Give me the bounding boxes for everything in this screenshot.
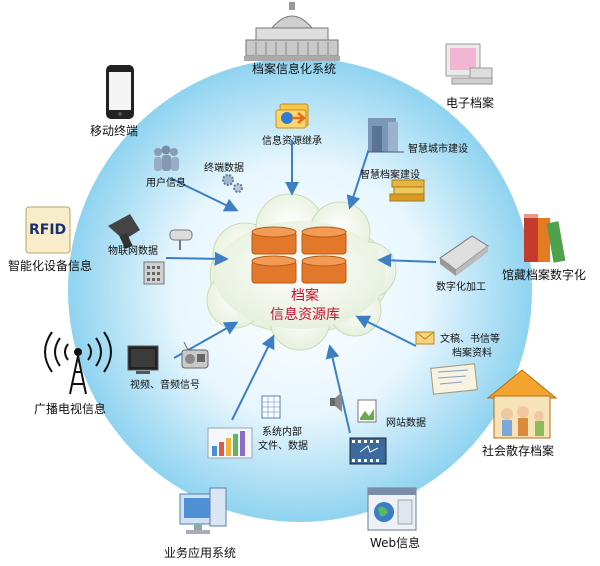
gears-icon	[222, 174, 243, 193]
label-digital-processing: 数字化加工	[436, 282, 486, 293]
label-collection-digitization: 馆藏档案数字化	[502, 268, 587, 282]
label-archive-system: 档案信息化系统	[252, 62, 337, 76]
label-terminal-data: 终端数据	[204, 163, 244, 174]
speaker-icon	[330, 392, 342, 412]
web-browser-icon	[367, 487, 417, 531]
database-icon	[251, 226, 347, 284]
label-iot-data: 物联网数据	[108, 246, 158, 257]
label-electronic-archive: 电子档案	[446, 96, 495, 110]
label-system-internal-line2: 文件、数据	[258, 441, 308, 452]
film-strip-icon	[349, 437, 387, 465]
rfid-card-icon	[25, 206, 71, 254]
label-user-info: 用户信息	[146, 178, 186, 189]
camera-icon	[169, 229, 193, 250]
desktop-computer-icon	[445, 43, 493, 85]
label-av-signal: 视频、音频信号	[130, 380, 200, 391]
flatbed-scanner-icon	[439, 235, 489, 276]
envelope-icon	[415, 331, 435, 345]
government-building-icon	[244, 2, 340, 61]
book-stack-icon	[389, 179, 425, 202]
mobile-phone-icon	[106, 65, 134, 119]
business-computer-icon	[179, 487, 227, 534]
city-buildings-icon	[368, 118, 404, 153]
radio-tower-icon	[44, 331, 112, 395]
house-family-icon	[486, 369, 558, 439]
image-file-icon	[357, 399, 377, 423]
label-smart-city: 智慧城市建设	[408, 144, 468, 155]
label-documents-line1: 文稿、书信等	[440, 334, 500, 345]
bar-chart-icon	[207, 427, 253, 459]
center-title-line1: 档案	[291, 288, 319, 304]
label-social-archives: 社会散存档案	[482, 444, 555, 458]
label-web-info: Web信息	[370, 536, 421, 550]
archive-books-icon	[524, 214, 566, 263]
label-mobile-terminal: 移动终端	[90, 124, 139, 138]
keypad-icon	[143, 261, 165, 285]
handwritten-document-icon	[430, 363, 478, 395]
tv-icon	[127, 345, 159, 374]
label-resource-inheritance: 信息资源继承	[262, 136, 322, 147]
label-smart-device-info: 智能化设备信息	[8, 259, 93, 273]
label-documents-line2: 档案资料	[452, 348, 492, 359]
label-broadcast-tv-info: 广播电视信息	[34, 402, 107, 416]
radio-icon	[181, 341, 209, 369]
label-system-internal-line1: 系统内部	[262, 427, 302, 438]
center-title-line2: 信息资源库	[270, 306, 340, 323]
rfid-text: RFID	[29, 222, 67, 238]
label-smart-archive: 智慧档案建设	[360, 170, 420, 181]
label-business-system: 业务应用系统	[164, 546, 237, 560]
folder-arrow-icon	[275, 103, 309, 129]
label-website-data: 网站数据	[386, 418, 426, 429]
center-title: 档案 信息资源库	[250, 287, 360, 325]
users-icon	[154, 145, 179, 171]
spreadsheet-icon	[261, 395, 281, 419]
scanner-gun-icon	[108, 214, 140, 250]
